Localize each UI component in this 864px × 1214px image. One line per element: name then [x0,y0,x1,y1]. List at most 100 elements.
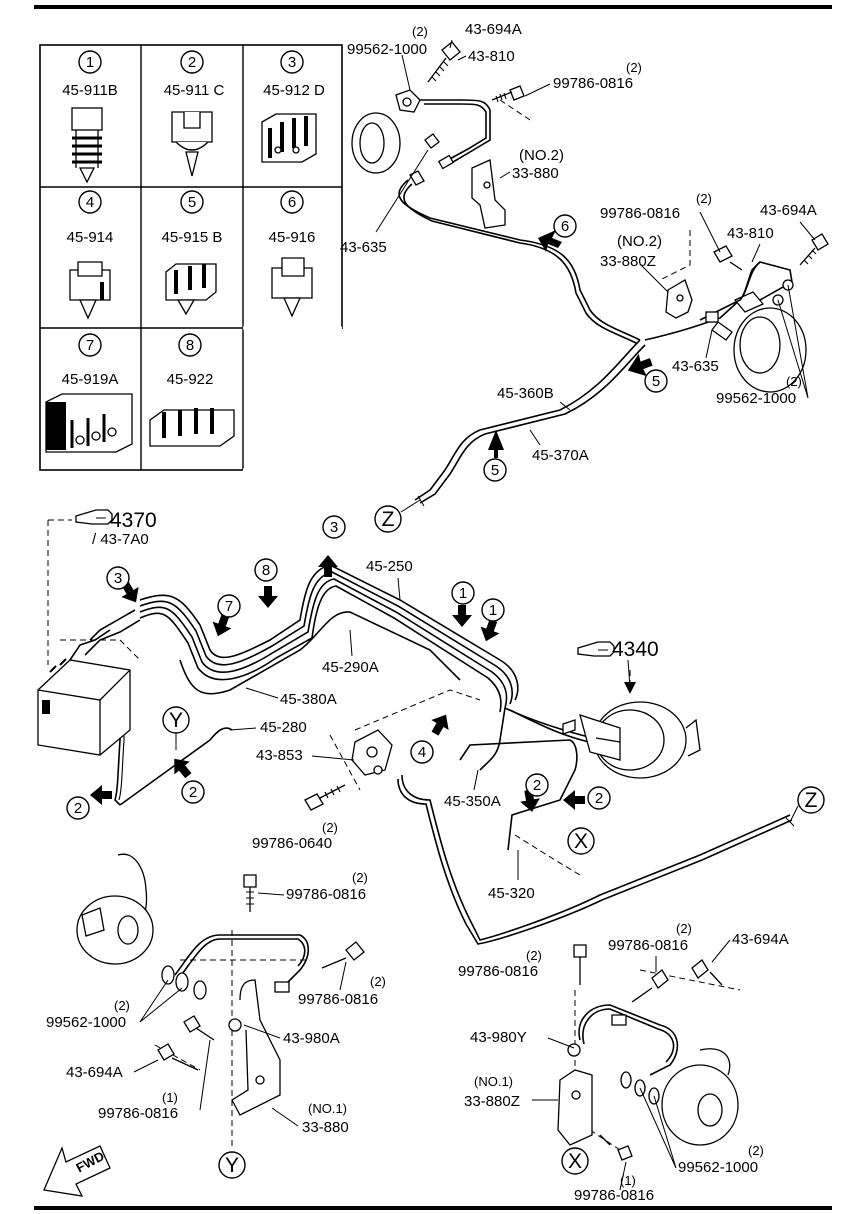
clip-part-number: 45-915 B [162,229,223,246]
part-label: 99786-0816 [608,937,688,954]
part-label: (NO.2) [519,147,564,164]
clip-part-number: 45-914 [67,229,114,246]
clip-number-circle [78,190,102,214]
callout-x-upper: X [567,827,595,855]
clip-number: 8 [186,337,194,354]
junction-block-43-853 [304,729,393,811]
clip-icon [165,263,217,316]
part-label: 45-250 [366,558,413,575]
part-label: 33-880 [302,1119,349,1136]
part-label: 43-853 [256,747,303,764]
callout-y-lower: Y [218,1151,246,1179]
qty-label: (2) [370,974,386,989]
qty-label: (1) [162,1090,178,1105]
clip-icon [149,408,235,447]
clip-icon [71,107,103,184]
svg-text:X: X [568,1150,582,1173]
clip-cell-5: 5 45-915 B [162,190,223,316]
part-label: 33-880Z [464,1093,520,1110]
bolt-43-694A-top [427,41,461,83]
part-label: 33-880 [512,165,559,182]
qty-label: (2) [322,820,338,835]
callout-2-right: 2 [587,786,611,810]
callout-x-lower: X [561,1147,589,1175]
brake-pipe-45-290A [179,611,461,695]
clip-part-number: 45-912 D [263,82,325,99]
qty-label: (NO.1) [308,1101,347,1116]
part-label: 45-280 [260,719,307,736]
callout-3-top: 3 [322,515,346,539]
clip-icon [69,261,111,320]
callout-8: 8 [254,558,278,582]
callout-z-upper: Z [374,495,425,533]
caliper-front-left [351,89,491,233]
part-label: 99562-1000 [347,41,427,58]
caliper-rear-right [578,1004,739,1146]
clip-cell-6: 6 45-916 [269,190,316,318]
part-label: 45-360B [497,385,554,402]
callout-1-a: 1 [451,581,475,605]
reference-pointer-icon [577,641,636,694]
callout-y-upper: Y [162,706,190,750]
part-label: 99786-0816 [600,205,680,222]
clip-number-circle [78,333,102,357]
clip-cell-8: 8 45-922 [149,333,235,447]
svg-text:X: X [574,830,588,853]
svg-text:6: 6 [561,218,569,235]
part-label: 99562-1000 [46,1014,126,1031]
svg-text:5: 5 [652,373,660,390]
bracket-33-880-low [228,979,281,1116]
svg-text:2: 2 [74,800,82,817]
qty-label: (NO.1) [474,1074,513,1089]
reference-pointer-icon [75,509,113,525]
part-label: 43-635 [672,358,719,375]
svg-text:8: 8 [262,562,270,579]
clip-icon [271,257,313,318]
svg-text:1: 1 [459,585,467,602]
callout-5-right: 5 [644,369,668,393]
clip-number: 6 [288,194,296,211]
svg-text:Z: Z [382,508,395,531]
clip-part-number: 45-911 C [164,82,225,99]
part-label: 43-980A [283,1030,340,1047]
svg-text:7: 7 [225,598,233,615]
clip-number-circle [178,333,202,357]
part-label: 43-810 [468,48,515,65]
svg-text:1: 1 [489,602,497,619]
callout-7: 7 [217,594,241,618]
part-label: 43-635 [340,239,387,256]
bolt-43-694A-right [799,233,829,266]
svg-text:3: 3 [114,570,122,587]
svg-text:2: 2 [533,777,541,794]
clip-number: 2 [188,54,196,71]
clip-cell-7: 7 45-919A [45,333,133,453]
callout-3-left: 3 [106,566,130,590]
clip-number-circle [280,50,304,74]
brake-pipe-front-left [398,179,641,344]
qty-label: (2) [526,948,542,963]
part-labels: (2) 99562-1000 43-694A 43-810 (2) 99786-… [46,21,817,1204]
qty-label: (1) [620,1173,636,1188]
clip-number: 4 [86,194,94,211]
part-label: 99562-1000 [716,390,796,407]
clip-number-circle [280,190,304,214]
svg-text:5: 5 [491,462,499,479]
clip-number-circle [180,50,204,74]
part-label: 43-694A [760,202,817,219]
caliper-front-right [699,261,807,393]
callout-6-top: 6 [553,214,577,238]
part-label: 99786-0816 [553,75,633,92]
brake-pipe-45-350A [459,707,578,851]
clip-reference-table [39,44,344,472]
svg-text:2: 2 [595,790,603,807]
clip-icon [171,111,213,177]
part-label: 33-880Z [600,253,656,270]
svg-text:3: 3 [330,519,338,536]
callout-5-mid: 5 [483,458,507,482]
bracket-33-880-top [471,159,506,229]
callout-2-mid: 2 [525,773,549,797]
part-label: (NO.2) [617,233,662,250]
svg-text:4: 4 [418,744,426,761]
clip-part-number: 45-916 [269,229,316,246]
